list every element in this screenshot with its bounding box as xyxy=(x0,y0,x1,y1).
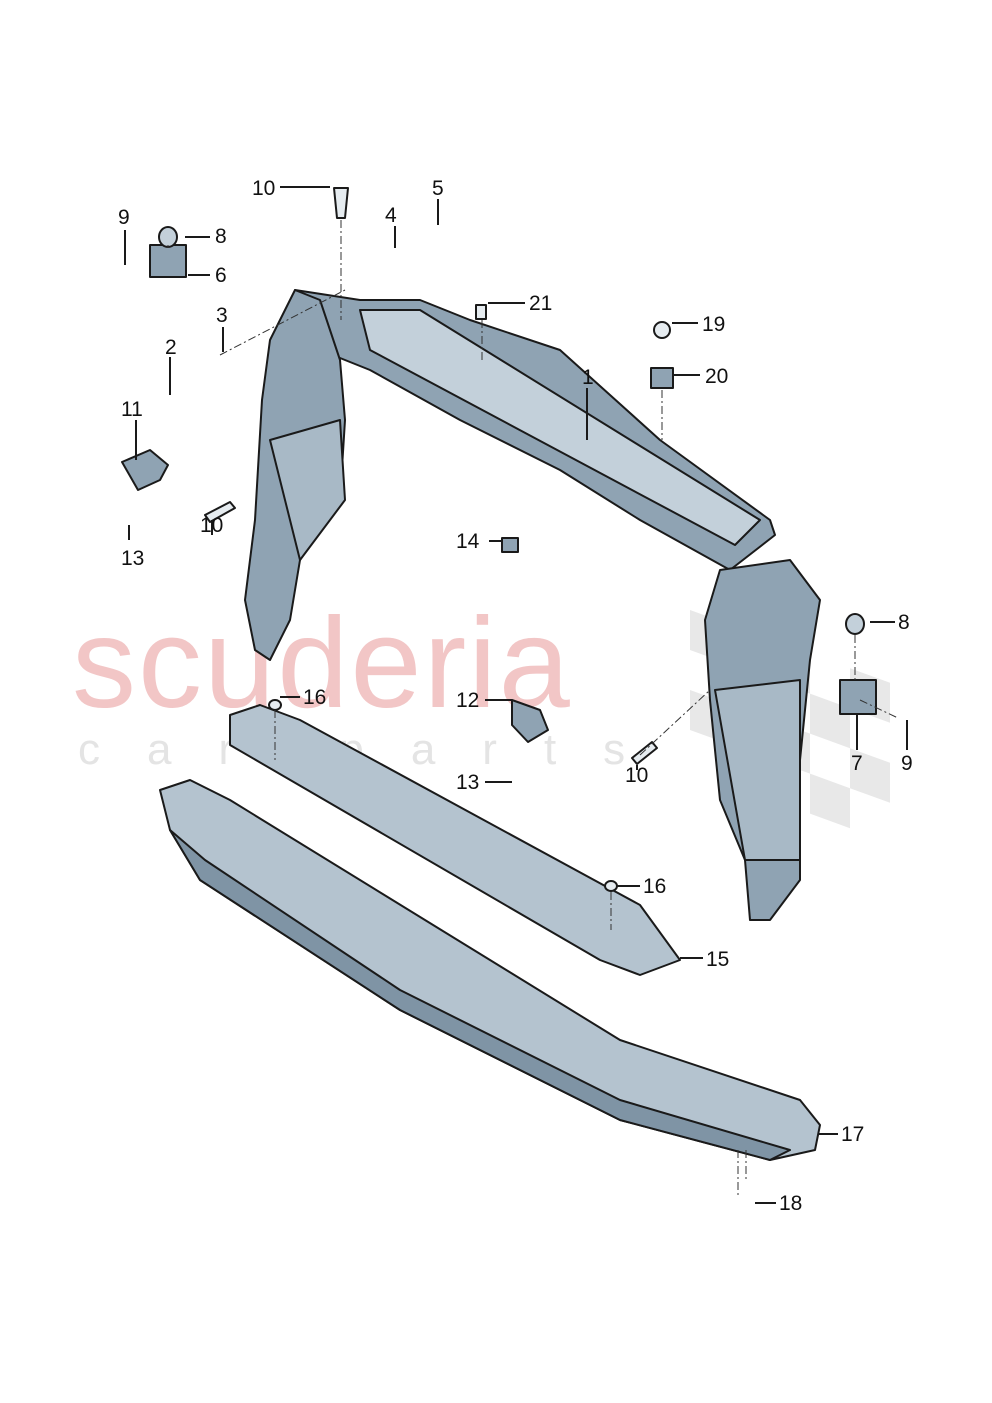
rivet-16b xyxy=(604,880,618,892)
callout-8-right[interactable]: 8 xyxy=(898,611,910,634)
clip-8a xyxy=(158,226,178,248)
nut-block-6 xyxy=(149,244,187,278)
nut-20 xyxy=(650,367,674,389)
rivet-21 xyxy=(475,304,487,320)
clip-14 xyxy=(501,537,519,553)
callout-10-top[interactable]: 10 xyxy=(252,177,276,200)
bracket-11 xyxy=(121,449,169,491)
callout-16-right[interactable]: 16 xyxy=(643,875,667,898)
callout-20[interactable]: 20 xyxy=(705,365,729,388)
pin-10a xyxy=(333,187,349,219)
ball-stud-19 xyxy=(653,321,671,339)
callout-4[interactable]: 4 xyxy=(385,204,397,227)
callout-7[interactable]: 7 xyxy=(851,752,863,775)
callout-3[interactable]: 3 xyxy=(216,304,228,327)
callout-12[interactable]: 12 xyxy=(456,689,480,712)
callout-9-left[interactable]: 9 xyxy=(118,206,130,229)
pin-10b xyxy=(204,501,236,523)
callout-17[interactable]: 17 xyxy=(841,1123,865,1146)
rivet-16a xyxy=(268,699,282,711)
callout-5[interactable]: 5 xyxy=(432,177,444,200)
callout-1[interactable]: 1 xyxy=(582,366,594,389)
clip-8b xyxy=(845,613,865,635)
watermark-brand: scuderia xyxy=(72,592,572,735)
callout-9-right[interactable]: 9 xyxy=(901,752,913,775)
callout-11[interactable]: 11 xyxy=(121,398,143,421)
callout-13-center[interactable]: 13 xyxy=(456,771,480,794)
callout-2[interactable]: 2 xyxy=(165,336,177,359)
callout-10-left[interactable]: 10 xyxy=(200,514,224,537)
callout-14[interactable]: 14 xyxy=(456,530,480,553)
callout-18[interactable]: 18 xyxy=(779,1192,803,1215)
callout-15[interactable]: 15 xyxy=(706,948,730,971)
callout-19[interactable]: 19 xyxy=(702,313,726,336)
callout-13-left[interactable]: 13 xyxy=(121,547,145,570)
callout-8-left[interactable]: 8 xyxy=(215,225,227,248)
callout-6[interactable]: 6 xyxy=(215,264,227,287)
callout-16-left[interactable]: 16 xyxy=(303,686,327,709)
nut-block-7 xyxy=(839,679,877,715)
callout-21[interactable]: 21 xyxy=(529,292,553,315)
callout-10-right[interactable]: 10 xyxy=(625,764,649,787)
pin-10c xyxy=(631,741,658,765)
bracket-12 xyxy=(511,699,549,743)
